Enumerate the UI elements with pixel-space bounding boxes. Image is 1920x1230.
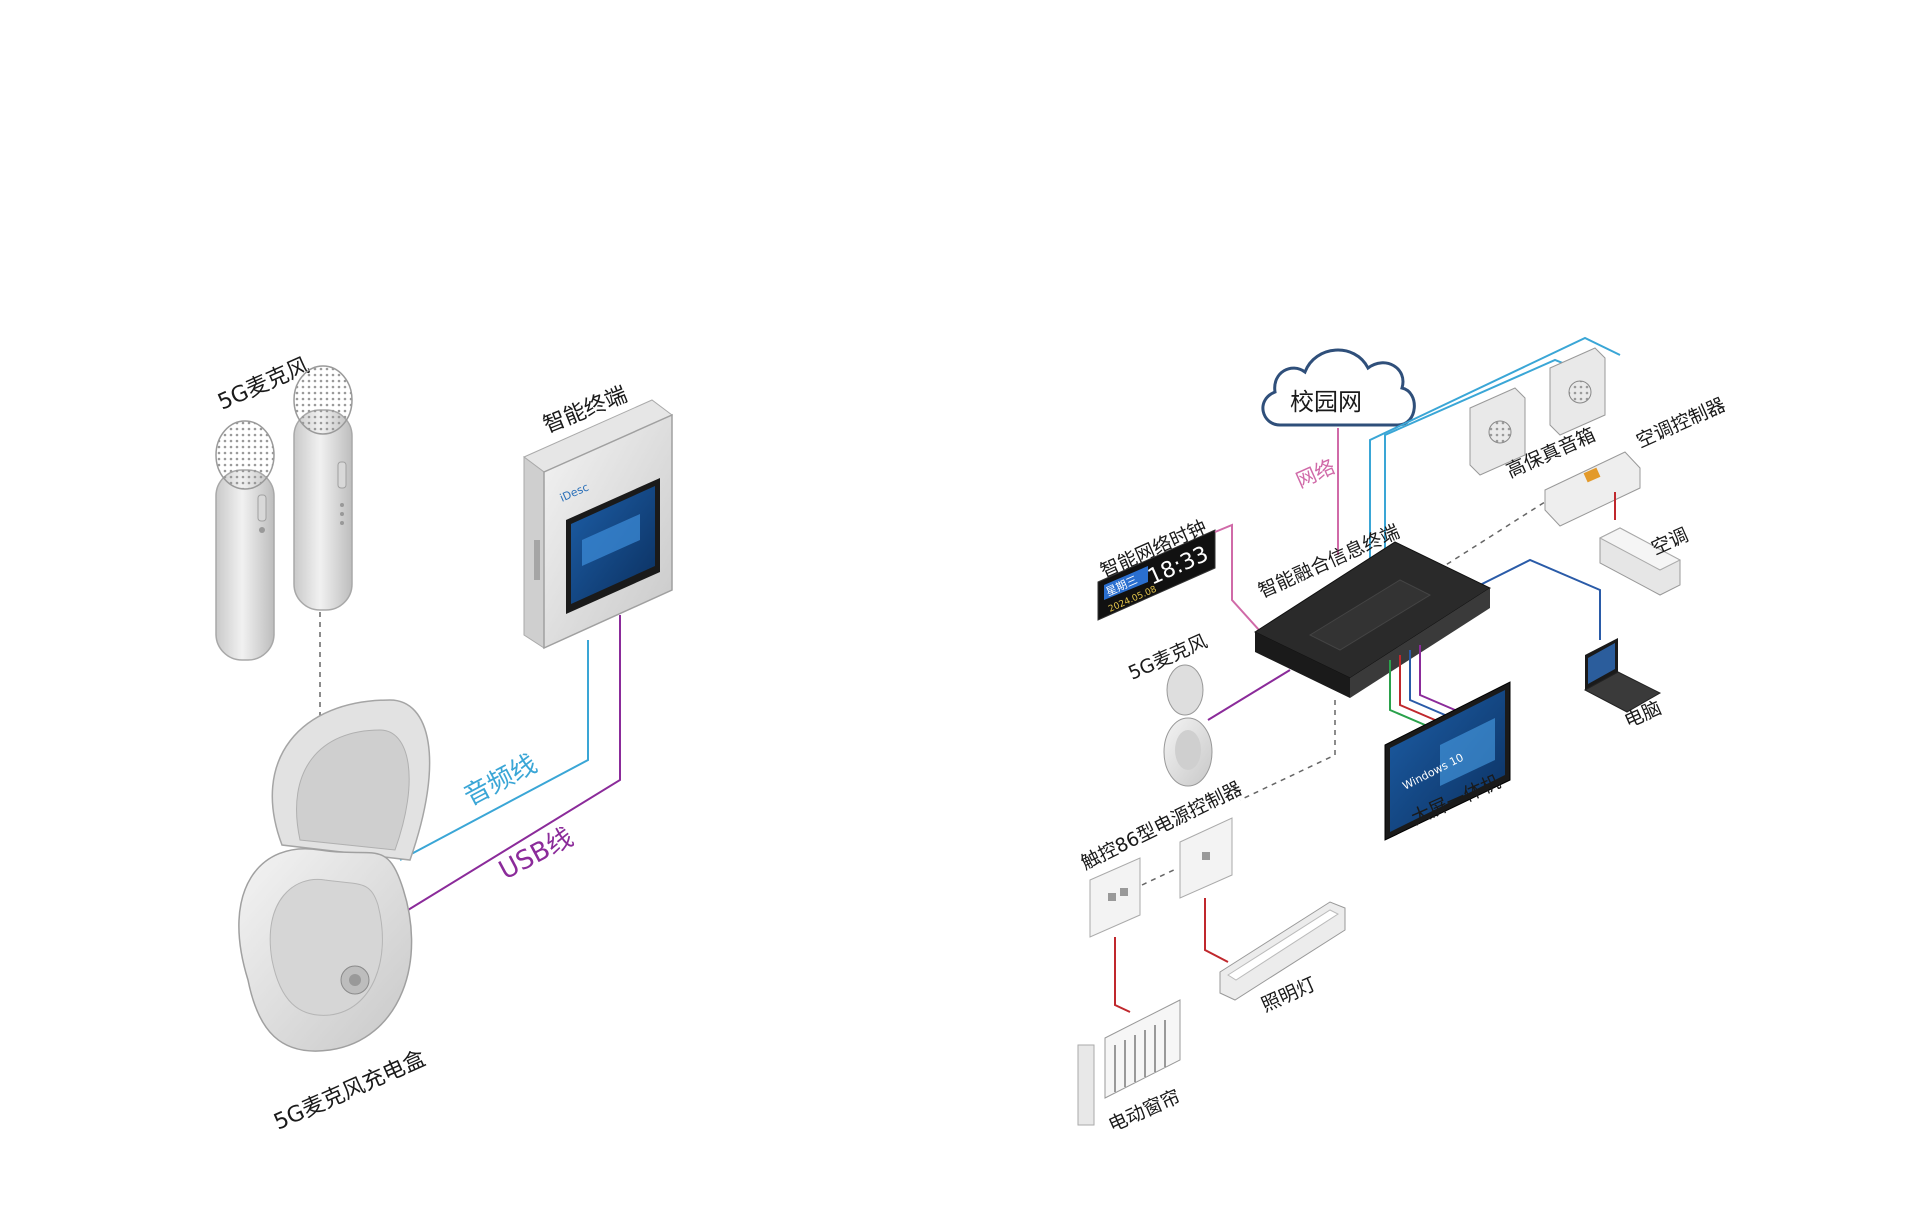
left-microphone-2	[293, 365, 353, 611]
fusion-terminal-hub	[1253, 541, 1492, 698]
mic-charger-case	[238, 699, 431, 1052]
speaker-line-1	[1369, 336, 1621, 560]
audio-cable-line	[399, 640, 589, 861]
curtain-device	[1077, 999, 1181, 1126]
left-microphone-1	[215, 420, 275, 661]
speaker-1	[1469, 387, 1526, 476]
power-controller-dashed	[1141, 867, 1179, 886]
power-dashed-link	[1239, 700, 1336, 801]
cloud-label: 校园网	[1290, 388, 1362, 416]
power-controller-1	[1089, 857, 1141, 938]
right-diagram: 校园网 网络 高保真音箱 空调控制器 空调	[1077, 336, 1729, 1137]
speaker-2	[1549, 347, 1606, 436]
ac-dashed-link	[1429, 499, 1549, 576]
ac-controller-device	[1544, 451, 1641, 527]
screen-cable-bundle	[1389, 645, 1456, 726]
power-controller-2	[1179, 817, 1233, 899]
audio-cable-label: 音频线	[459, 749, 542, 812]
smart-terminal-device: iDesc	[523, 399, 673, 650]
right-mic-charger-device	[1163, 664, 1213, 787]
campus-network-cloud: 校园网	[1261, 348, 1416, 427]
curtain-red-line	[1114, 937, 1131, 1013]
charger-label: 5G麦克风充电盒	[270, 1046, 429, 1135]
left-diagram: 5G麦克风 智能终端 iDesc	[214, 353, 673, 1135]
usb-cable-line	[407, 615, 621, 911]
curtain-label: 电动窗帘	[1105, 1086, 1183, 1137]
lighting-device	[1219, 901, 1346, 1001]
air-conditioner-device	[1598, 527, 1682, 596]
network-label: 网络	[1292, 454, 1338, 492]
clock-line	[1214, 523, 1269, 641]
laptop-device	[1583, 638, 1662, 713]
pc-line	[1459, 558, 1601, 640]
light-red-line	[1204, 898, 1229, 963]
ac-controller-label: 空调控制器	[1633, 394, 1729, 453]
big-screen-device: Windows 10	[1384, 681, 1511, 841]
right-mic-line	[1207, 669, 1291, 721]
